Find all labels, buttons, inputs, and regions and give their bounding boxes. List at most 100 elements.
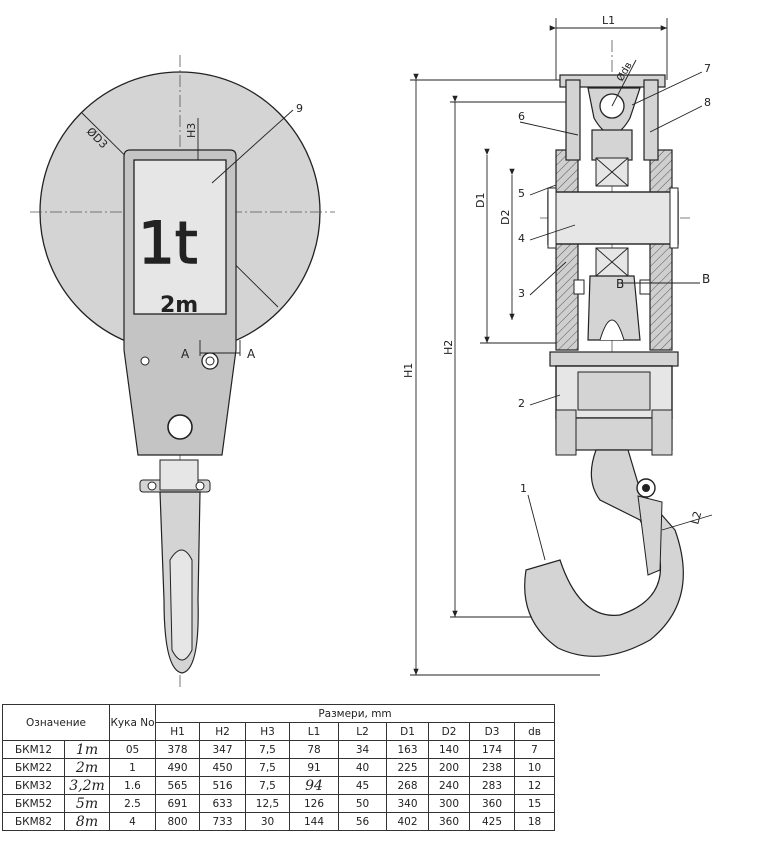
cell-value: 378	[155, 740, 200, 759]
cell-value: 12,5	[245, 794, 290, 813]
cell-value: 565	[155, 776, 200, 795]
dim-h3-label: H3	[185, 123, 198, 138]
callout-8: 8	[704, 96, 711, 109]
header-d3: D3	[469, 722, 515, 741]
sheave-lower	[587, 275, 641, 341]
bolt-head	[201, 352, 219, 370]
callouts: 7 8 6 5 4 3 2 1	[518, 62, 711, 561]
header-designation: Означение	[2, 704, 110, 741]
cell-code: БКМ82	[2, 812, 65, 831]
dim-d1-label: D1	[474, 193, 487, 208]
cell-value: 45	[338, 776, 387, 795]
cell-value: 268	[386, 776, 429, 795]
table-row: БКМ32 3,2т 1.6 565 516 7,5 94 45 268 240…	[2, 776, 555, 795]
header-dimensions: Размери, mm	[155, 704, 555, 723]
cell-value: 56	[338, 812, 387, 831]
cell-hook: 4	[109, 812, 156, 831]
cell-value: 30	[245, 812, 290, 831]
spec-table: Означение Кука No Размери, mm H1 H2 H3 L…	[2, 704, 555, 831]
header-d2: D2	[428, 722, 470, 741]
table-row: БКМ82 8т 4 800 733 30 144 56 402 360 425…	[2, 812, 555, 831]
cell-value: 300	[428, 794, 470, 813]
callout-2: 2	[518, 397, 525, 410]
axle-pin	[167, 414, 193, 440]
cell-value: 144	[289, 812, 339, 831]
header-d1: D1	[386, 722, 429, 741]
cell-value: 240	[428, 776, 470, 795]
cell-value: 450	[199, 758, 246, 777]
latch	[637, 495, 663, 576]
front-view: ØD3 1t 2m H3 9 A A	[30, 55, 335, 690]
cell-value: 94	[289, 776, 339, 795]
length-label: 2m	[160, 293, 198, 318]
cell-hook: 1	[109, 758, 156, 777]
shaft	[547, 191, 679, 245]
name-plate	[133, 159, 227, 315]
callout-6: 6	[518, 110, 525, 123]
header-l1: L1	[289, 722, 339, 741]
cell-value: 174	[469, 740, 515, 759]
section-b-left: B	[616, 277, 624, 291]
cell-value: 78	[289, 740, 339, 759]
cell-value: 360	[469, 794, 515, 813]
callout-1: 1	[520, 482, 527, 495]
callout-3: 3	[518, 287, 525, 300]
cell-value: 516	[199, 776, 246, 795]
cell-value: 200	[428, 758, 470, 777]
cell-value: 126	[289, 794, 339, 813]
cell-value: 7,5	[245, 740, 290, 759]
capacity-label: 1t	[138, 209, 198, 277]
cell-handwritten: 1т	[64, 740, 110, 759]
cell-code: БКМ32	[2, 776, 65, 795]
cell-value: 691	[155, 794, 200, 813]
housing-top	[559, 74, 666, 88]
cell-value: 800	[155, 812, 200, 831]
cell-value: 633	[199, 794, 246, 813]
dim-l2-label: L2	[688, 510, 704, 526]
bolt-small	[140, 356, 150, 366]
cell-value: 34	[338, 740, 387, 759]
cell-value: 91	[289, 758, 339, 777]
cell-value: 163	[386, 740, 429, 759]
cell-value: 7,5	[245, 776, 290, 795]
cell-value: 340	[386, 794, 429, 813]
cell-value: 10	[514, 758, 555, 777]
cell-value: 347	[199, 740, 246, 759]
cell-value: 733	[199, 812, 246, 831]
cell-value: 7,5	[245, 758, 290, 777]
table-row: БКМ22 2т 1 490 450 7,5 91 40 225 200 238…	[2, 758, 555, 777]
cell-value: 283	[469, 776, 515, 795]
section-b-right: B	[702, 272, 710, 286]
cell-handwritten: 2т	[64, 758, 110, 777]
callout-7: 7	[704, 62, 711, 75]
cell-value: 12	[514, 776, 555, 795]
cell-value: 238	[469, 758, 515, 777]
dim-l1-label: L1	[602, 14, 615, 27]
cell-handwritten: 3,2т	[64, 776, 110, 795]
cell-value: 15	[514, 794, 555, 813]
cell-value: 50	[338, 794, 387, 813]
cell-handwritten: 8т	[64, 812, 110, 831]
side-plate-left	[555, 149, 579, 351]
table-row: БКМ12 1т 05 378 347 7,5 78 34 163 140 17…	[2, 740, 555, 759]
cell-hook: 1.6	[109, 776, 156, 795]
header-h1: H1	[155, 722, 200, 741]
header-h2: H2	[199, 722, 246, 741]
header-hook-no: Кука No	[109, 704, 156, 741]
cell-value: 18	[514, 812, 555, 831]
cell-value: 402	[386, 812, 429, 831]
dim-h1-label: H1	[402, 363, 415, 378]
cell-value: 425	[469, 812, 515, 831]
cell-code: БКМ52	[2, 794, 65, 813]
table-row: БКМ52 5т 2.5 691 633 12,5 126 50 340 300…	[2, 794, 555, 813]
traverse	[549, 351, 679, 367]
callout-4: 4	[518, 232, 525, 245]
side-plate-right	[649, 149, 673, 351]
callout-5: 5	[518, 187, 525, 200]
table-subheader-row: H1 H2 H3 L1 L2 D1 D2 D3 dв	[3, 722, 555, 741]
side-view: L1 H1 H2 D1 D2	[402, 14, 713, 676]
cell-value: 40	[338, 758, 387, 777]
cell-value: 490	[155, 758, 200, 777]
cell-handwritten: 5т	[64, 794, 110, 813]
cell-value: 360	[428, 812, 470, 831]
